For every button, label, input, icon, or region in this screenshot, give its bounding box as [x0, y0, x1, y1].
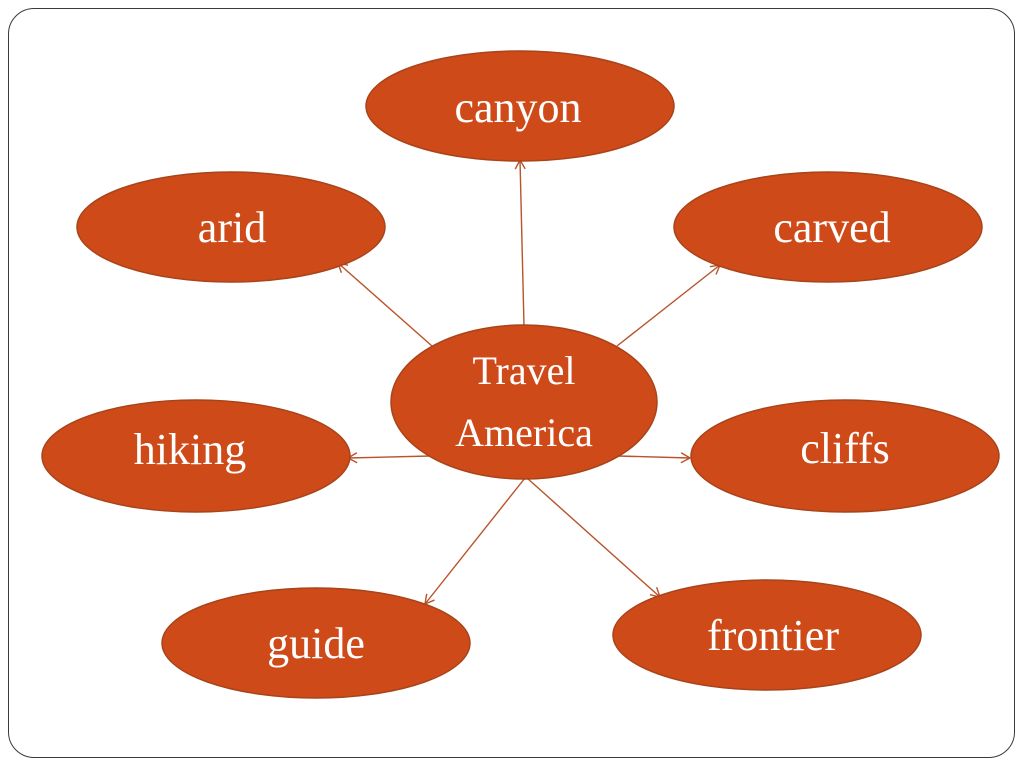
node-guide-label: guide	[267, 619, 365, 668]
node-hiking-shape	[41, 399, 351, 513]
node-hiking: hiking	[41, 399, 351, 513]
node-carved-label: carved	[773, 203, 890, 252]
node-center-shape	[390, 324, 658, 480]
connector-frontier	[526, 477, 662, 598]
connector-cliffs	[617, 452, 692, 464]
node-frontier-label: frontier	[707, 611, 839, 660]
node-arid-shape	[76, 171, 386, 283]
connector-arid	[336, 262, 433, 347]
node-guide-shape	[161, 587, 471, 699]
node-cliffs: cliffs	[690, 399, 1000, 513]
node-hiking-label: hiking	[134, 425, 246, 474]
node-frontier-shape	[612, 579, 922, 691]
node-center-label-line-2: America	[455, 410, 593, 455]
node-canyon-shape	[365, 50, 675, 162]
node-carved-shape	[673, 171, 983, 283]
node-center: Travel America	[390, 324, 658, 480]
node-guide: guide	[161, 587, 471, 699]
node-carved: carved	[673, 171, 983, 283]
connector-hiking	[346, 452, 431, 464]
node-arid-label: arid	[198, 203, 266, 252]
node-canyon: canyon	[365, 50, 675, 162]
connector-guide	[424, 477, 526, 606]
node-frontier: frontier	[612, 579, 922, 691]
node-canyon-label: canyon	[454, 83, 581, 132]
node-center-label-line-1: Travel	[473, 348, 576, 393]
connector-canyon	[514, 158, 526, 327]
node-cliffs-shape	[690, 399, 1000, 513]
connector-carved	[616, 264, 722, 347]
node-cliffs-label: cliffs	[800, 424, 890, 473]
node-arid: arid	[76, 171, 386, 283]
